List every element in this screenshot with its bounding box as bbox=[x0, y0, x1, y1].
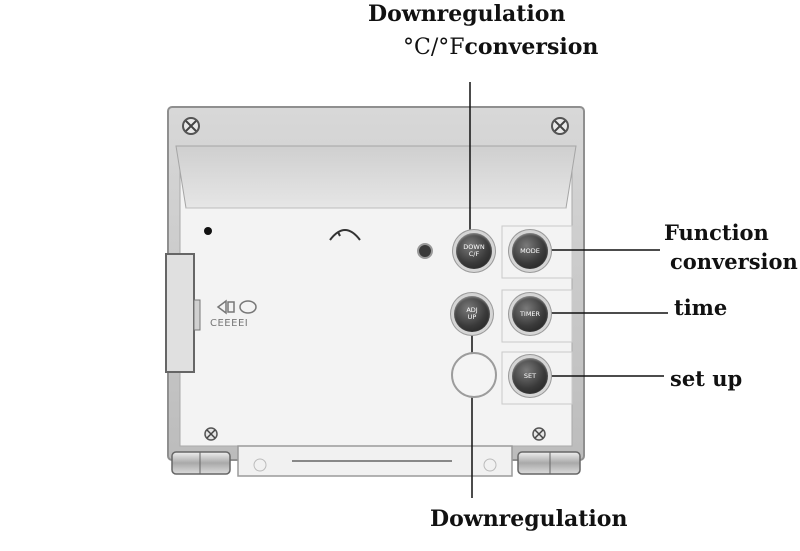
screw-icon bbox=[182, 117, 200, 135]
label-unit-symbol: °C/°F bbox=[403, 35, 465, 60]
cf-button-label: C/F bbox=[468, 250, 480, 258]
label-function-conversion: conversion bbox=[670, 249, 798, 274]
down-button-label: DOWN bbox=[463, 243, 485, 252]
brand-logo-icon bbox=[216, 299, 257, 315]
indicator-dot bbox=[204, 227, 212, 235]
device-top-lip bbox=[175, 145, 577, 209]
label-downregulation-top: Downregulation bbox=[368, 1, 566, 27]
brand-text: CEEEEI bbox=[210, 318, 249, 329]
set-button-label: SET bbox=[523, 371, 537, 380]
down-cf-button[interactable]: DOWN C/F bbox=[456, 233, 492, 269]
battery-cover bbox=[165, 253, 195, 373]
sensor-hole bbox=[417, 243, 433, 259]
hanging-hook-icon bbox=[329, 229, 361, 241]
label-cf-conversion: °C/°Fconversion bbox=[403, 36, 598, 59]
set-button[interactable]: SET bbox=[512, 358, 548, 394]
mode-button-label: MODE bbox=[520, 246, 540, 255]
screw-icon bbox=[551, 117, 569, 135]
adj-up-button[interactable]: ADJ UP bbox=[454, 296, 490, 332]
hinge-right bbox=[517, 427, 581, 475]
label-set-up: set up bbox=[670, 366, 743, 391]
mode-button[interactable]: MODE bbox=[512, 233, 548, 269]
label-conversion-top: conversion bbox=[464, 34, 599, 60]
up-button-label: UP bbox=[467, 313, 477, 321]
label-downregulation-bottom: Downregulation bbox=[430, 506, 628, 532]
label-function: Function bbox=[664, 220, 769, 245]
adj-button-label: ADJ bbox=[466, 306, 478, 315]
label-time: time bbox=[674, 295, 728, 320]
hinge-left bbox=[171, 427, 231, 475]
timer-button-label: TIMER bbox=[519, 309, 541, 318]
blank-button-slot bbox=[451, 352, 497, 398]
timer-button[interactable]: TIMER bbox=[512, 296, 548, 332]
